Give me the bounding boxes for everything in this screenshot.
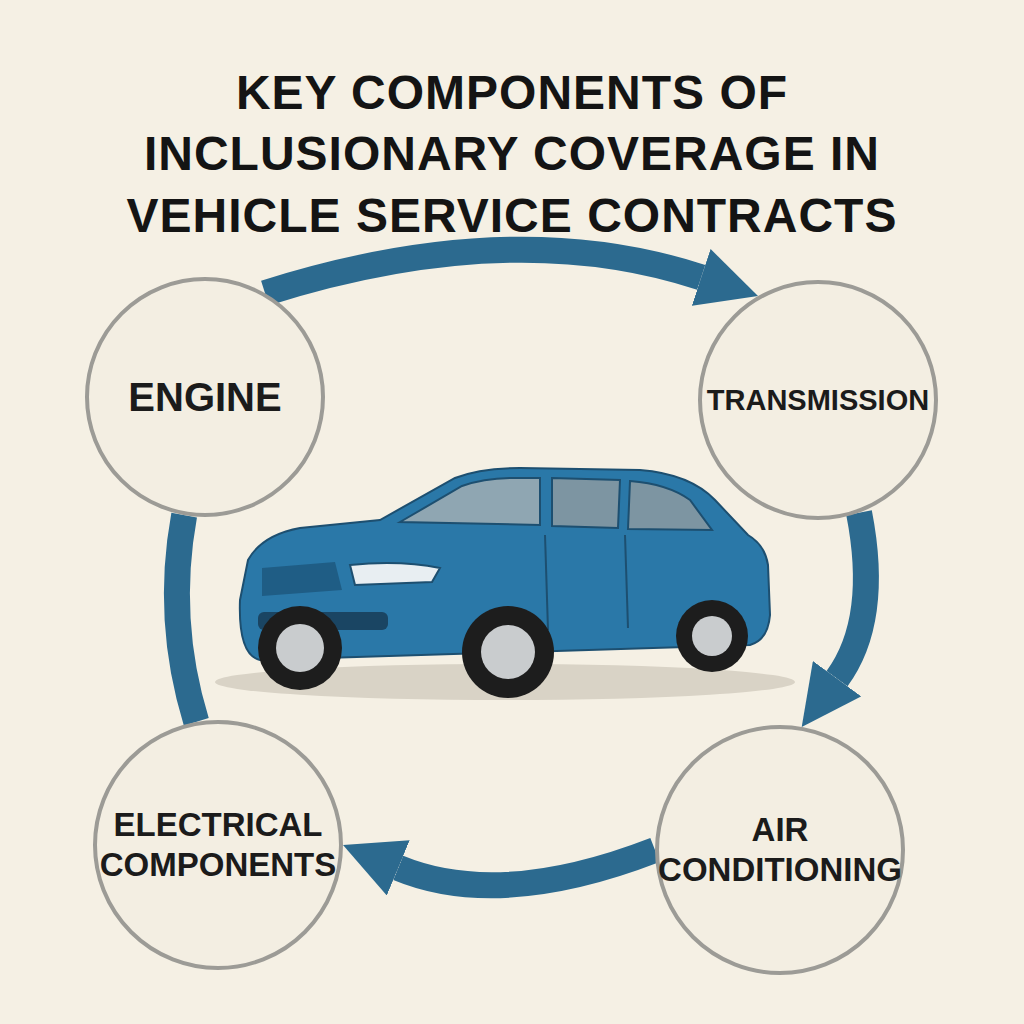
car-wheel xyxy=(258,606,342,690)
car-grille xyxy=(262,562,342,596)
car-wheel xyxy=(676,600,748,672)
car-wheel xyxy=(462,606,554,698)
component-circle: ENGINE xyxy=(85,277,325,517)
cycle-arrow xyxy=(398,850,655,885)
car-window xyxy=(628,481,712,530)
cycle-arrow xyxy=(837,513,866,679)
car-windshield xyxy=(400,478,540,525)
node-label: AIR CONDITIONING xyxy=(644,810,916,889)
car-rim xyxy=(481,625,535,679)
cycle-arrow xyxy=(265,250,701,293)
node-label: TRANSMISSION xyxy=(693,383,943,418)
node-text-wrap: TRANSMISSION xyxy=(693,383,943,418)
car-headlight xyxy=(350,563,440,585)
component-circle: TRANSMISSION xyxy=(698,280,938,520)
car-rim xyxy=(692,616,732,656)
node-label: ELECTRICAL COMPONENTS xyxy=(86,805,351,884)
diagram-title: KEY COMPONENTS OF INCLUSIONARY COVERAGE … xyxy=(50,62,974,246)
car-rim xyxy=(276,624,324,672)
node-text-wrap: ELECTRICAL COMPONENTS xyxy=(86,805,351,884)
door-line xyxy=(625,535,628,628)
node-text-wrap: ENGINE xyxy=(114,373,295,421)
node-label: ENGINE xyxy=(114,373,295,421)
component-circle: AIR CONDITIONING xyxy=(655,725,905,975)
door-line xyxy=(545,535,548,630)
node-text-wrap: AIR CONDITIONING xyxy=(644,810,916,889)
component-circle: ELECTRICAL COMPONENTS xyxy=(93,720,343,970)
car-window xyxy=(552,478,620,528)
cycle-arrow xyxy=(177,515,196,722)
